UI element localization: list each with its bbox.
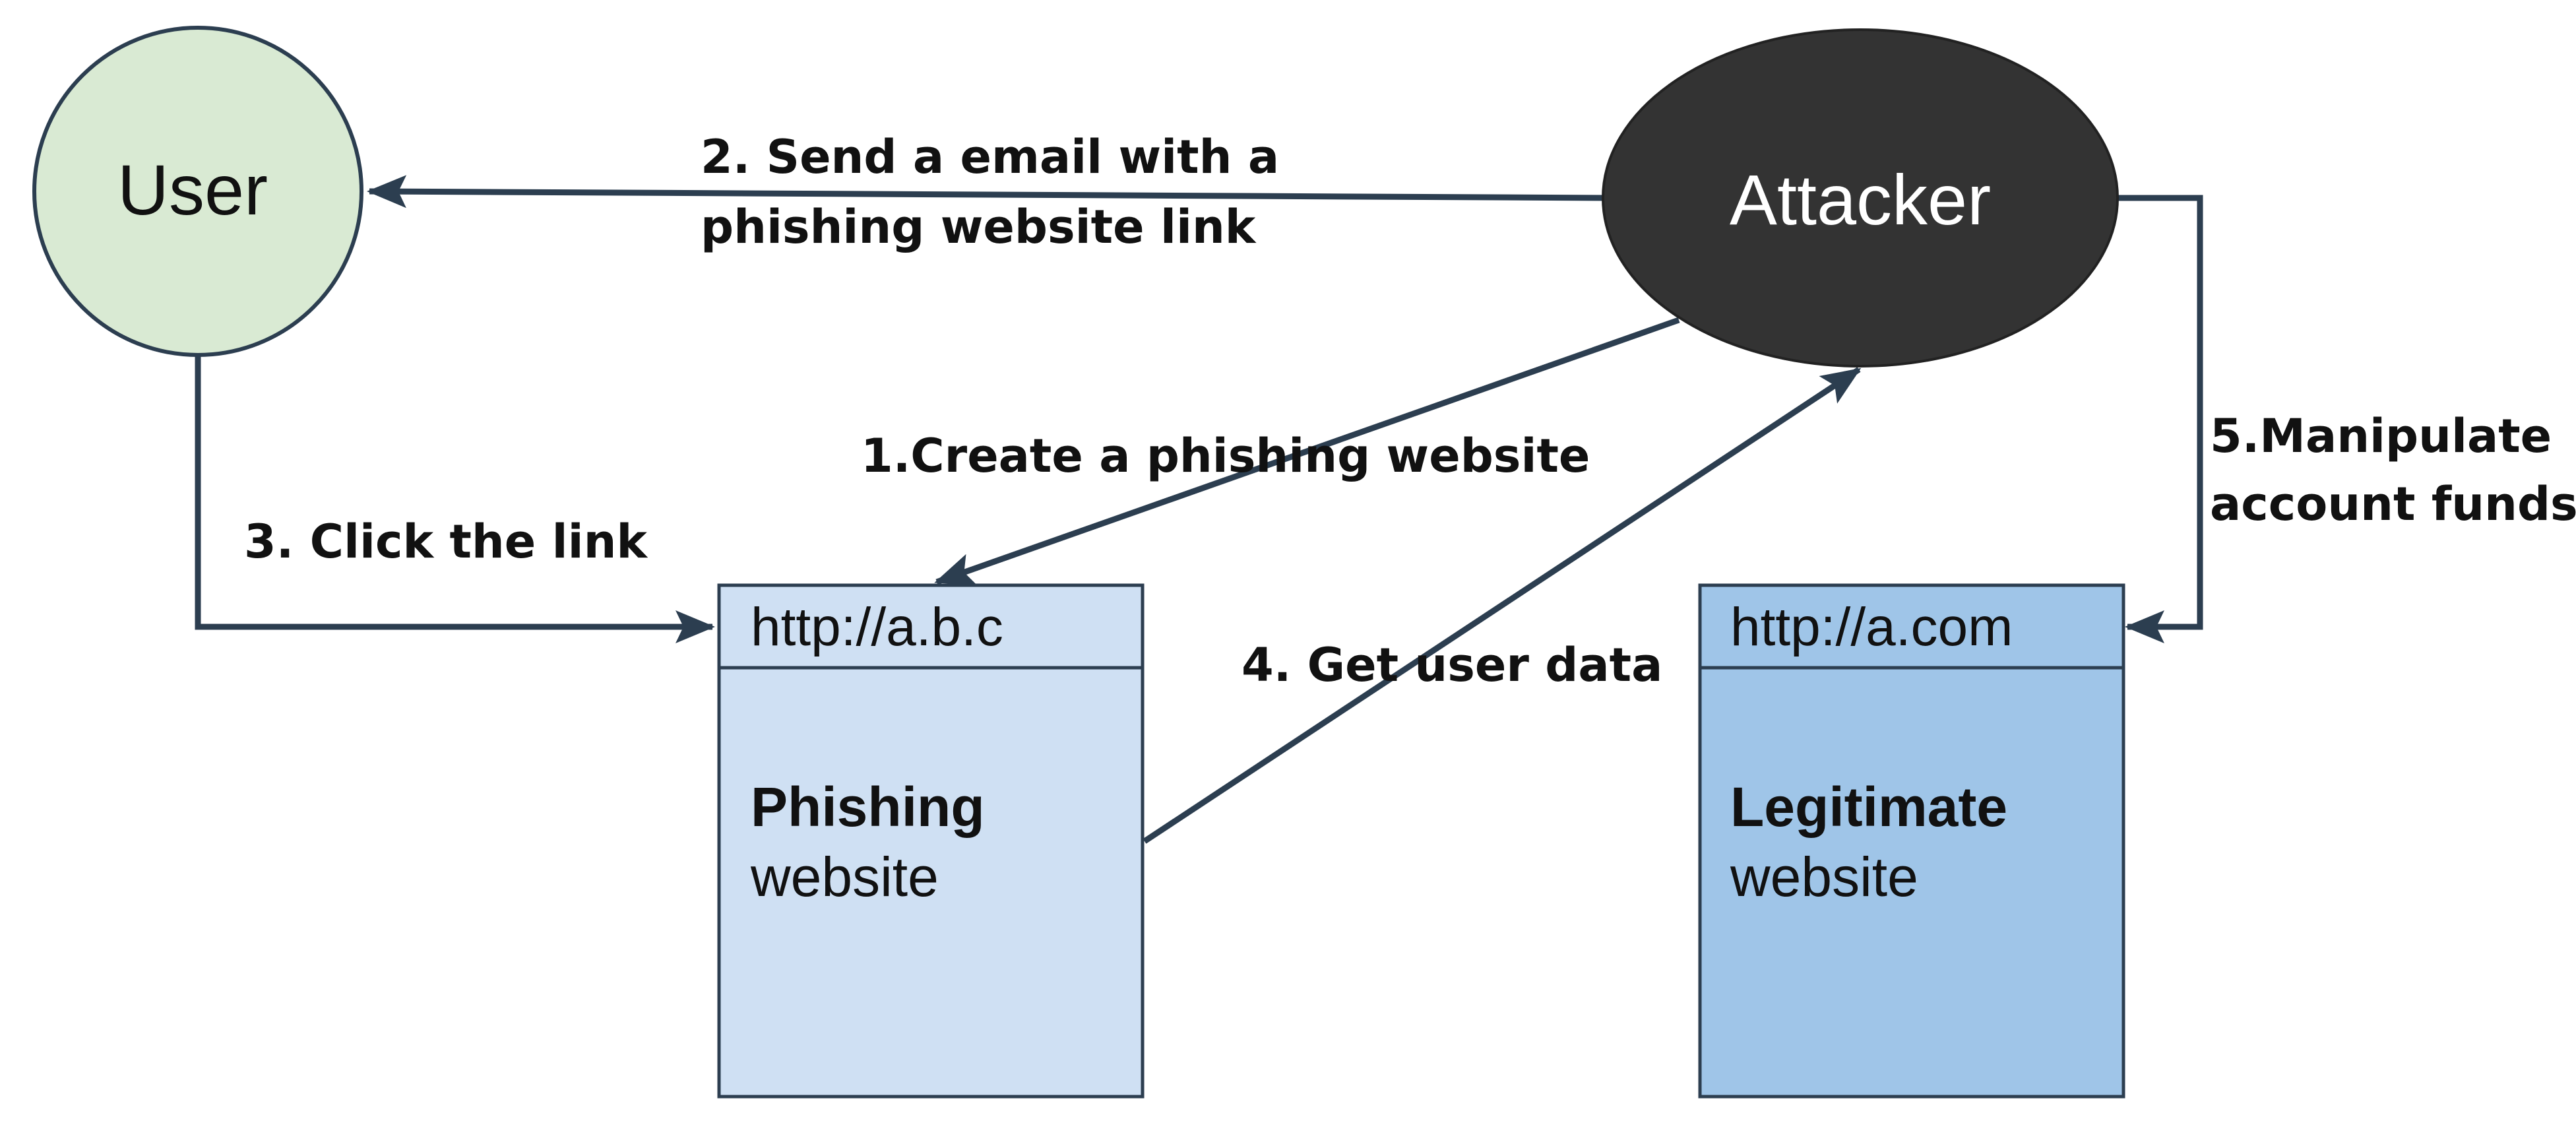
phishing-website-url: http://a.b.c: [751, 597, 1003, 657]
user-node: User: [32, 26, 363, 357]
legitimate-website-node: http://a.com Legitimate website: [1698, 583, 2125, 1099]
step-5-label-line1: 5.Manipulate: [2210, 409, 2552, 463]
arrow-click-link: [195, 356, 715, 643]
phishing-website-subtitle: website: [750, 846, 939, 908]
legitimate-website-url: http://a.com: [1730, 597, 2013, 657]
step-2-label-line2: phishing website link: [701, 200, 1257, 254]
arrow-create-phishing-site: [934, 317, 1680, 585]
attacker-ellipse: [1602, 28, 2119, 368]
user-circle: [32, 26, 363, 357]
attacker-node: Attacker: [1602, 28, 2119, 368]
phishing-website-box: [717, 583, 1145, 1099]
step-1-label: 1.Create a phishing website: [861, 429, 1590, 483]
step-5-label-line2: account funds: [2210, 477, 2576, 531]
arrow-get-user-data: [1143, 367, 1862, 844]
step-3-label: 3. Click the link: [244, 515, 648, 569]
legitimate-website-title: Legitimate: [1730, 776, 2007, 838]
arrow-send-email: [367, 175, 1610, 208]
arrow-manipulate-funds: [2118, 195, 2203, 643]
phishing-website-title: Phishing: [751, 776, 985, 838]
legitimate-website-box: [1698, 583, 2125, 1099]
legitimate-website-subtitle: website: [1730, 846, 1918, 908]
phishing-website-node: http://a.b.c Phishing website: [717, 583, 1145, 1099]
step-4-label: 4. Get user data: [1241, 638, 1662, 692]
user-label: User: [117, 150, 268, 230]
step-2-label-line1: 2. Send a email with a: [701, 130, 1279, 184]
attacker-label: Attacker: [1730, 160, 1991, 240]
